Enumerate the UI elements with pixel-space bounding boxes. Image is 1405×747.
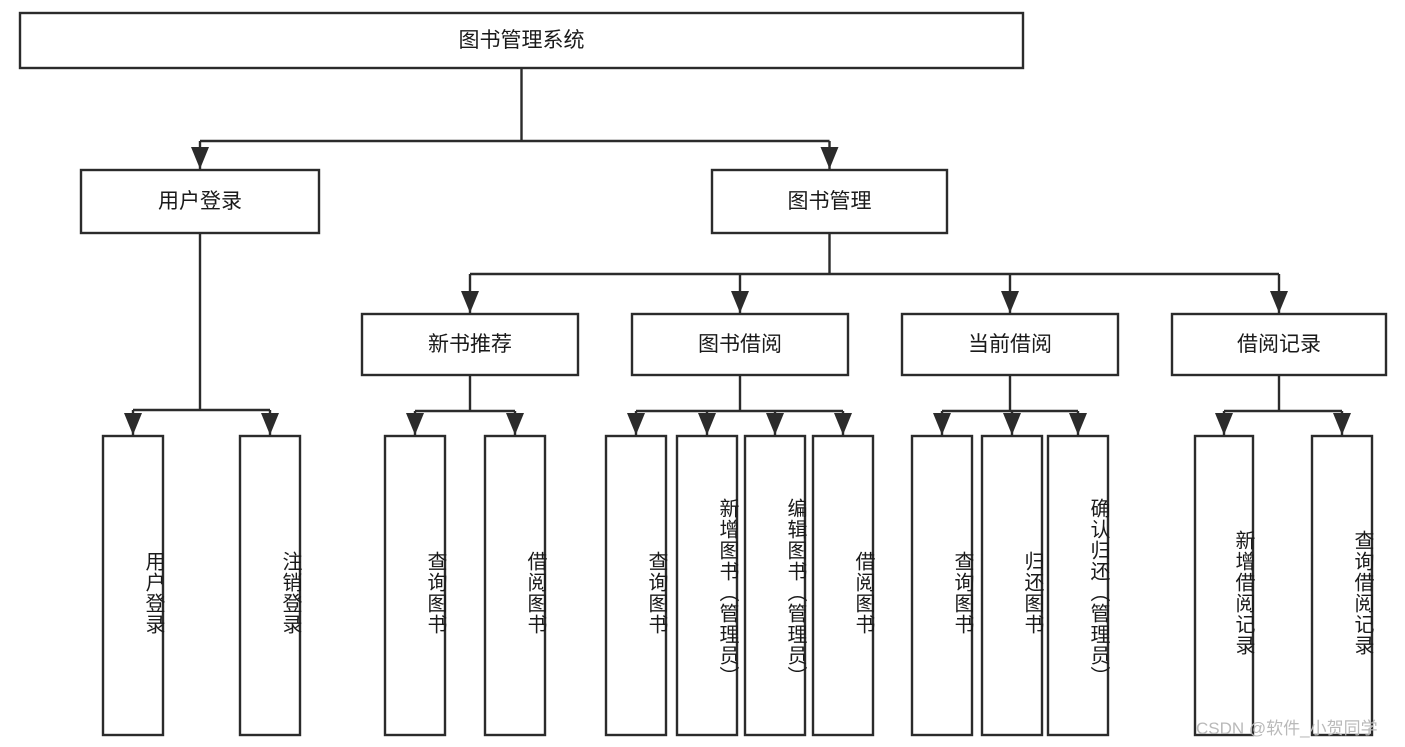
node-level2-book-manage[interactable]: 图书管理	[710, 168, 949, 235]
leaf-node-leaf-logout[interactable]	[238, 434, 302, 737]
leaf-node-leaf-borrow-book[interactable]	[811, 434, 875, 737]
leaf-node-leaf-query-record[interactable]	[1310, 434, 1374, 737]
node-level3-book-borrow[interactable]: 图书借阅	[630, 312, 850, 377]
watermark-text: CSDN @软件_小贺同学	[1196, 719, 1378, 738]
node-level3-new-book-rec[interactable]: 新书推荐	[360, 312, 580, 377]
node-label: 当前借阅	[968, 333, 1052, 356]
node-label: 图书管理系统	[459, 29, 585, 52]
leaf-node-leaf-edit-book[interactable]	[743, 434, 807, 737]
node-label: 新书推荐	[428, 333, 512, 356]
node-label: 图书管理	[788, 190, 872, 213]
leaf-node-leaf-query-book-rec[interactable]	[383, 434, 447, 737]
node-level3-borrow-record[interactable]: 借阅记录	[1170, 312, 1388, 377]
node-level2-user-login[interactable]: 用户登录	[79, 168, 321, 235]
node-root-book-management-system[interactable]: 图书管理系统	[18, 11, 1025, 70]
leaf-node-leaf-return-book[interactable]	[980, 434, 1044, 737]
leaf-node-leaf-confirm-return[interactable]	[1046, 434, 1110, 737]
leaf-node-leaf-query-book[interactable]	[604, 434, 668, 737]
node-label: 图书借阅	[698, 333, 782, 356]
node-label: 用户登录	[158, 190, 242, 213]
edges-layer	[124, 68, 1351, 435]
node-level3-current-borrow[interactable]: 当前借阅	[900, 312, 1120, 377]
leaf-node-leaf-user-login[interactable]	[101, 434, 165, 737]
leaf-node-leaf-add-book[interactable]	[675, 434, 739, 737]
leaf-node-leaf-add-record[interactable]	[1193, 434, 1255, 737]
leaf-node-leaf-borrow-book-rec[interactable]	[483, 434, 547, 737]
node-label: 借阅记录	[1237, 333, 1321, 356]
leaf-node-leaf-query-book-cur[interactable]	[910, 434, 974, 737]
